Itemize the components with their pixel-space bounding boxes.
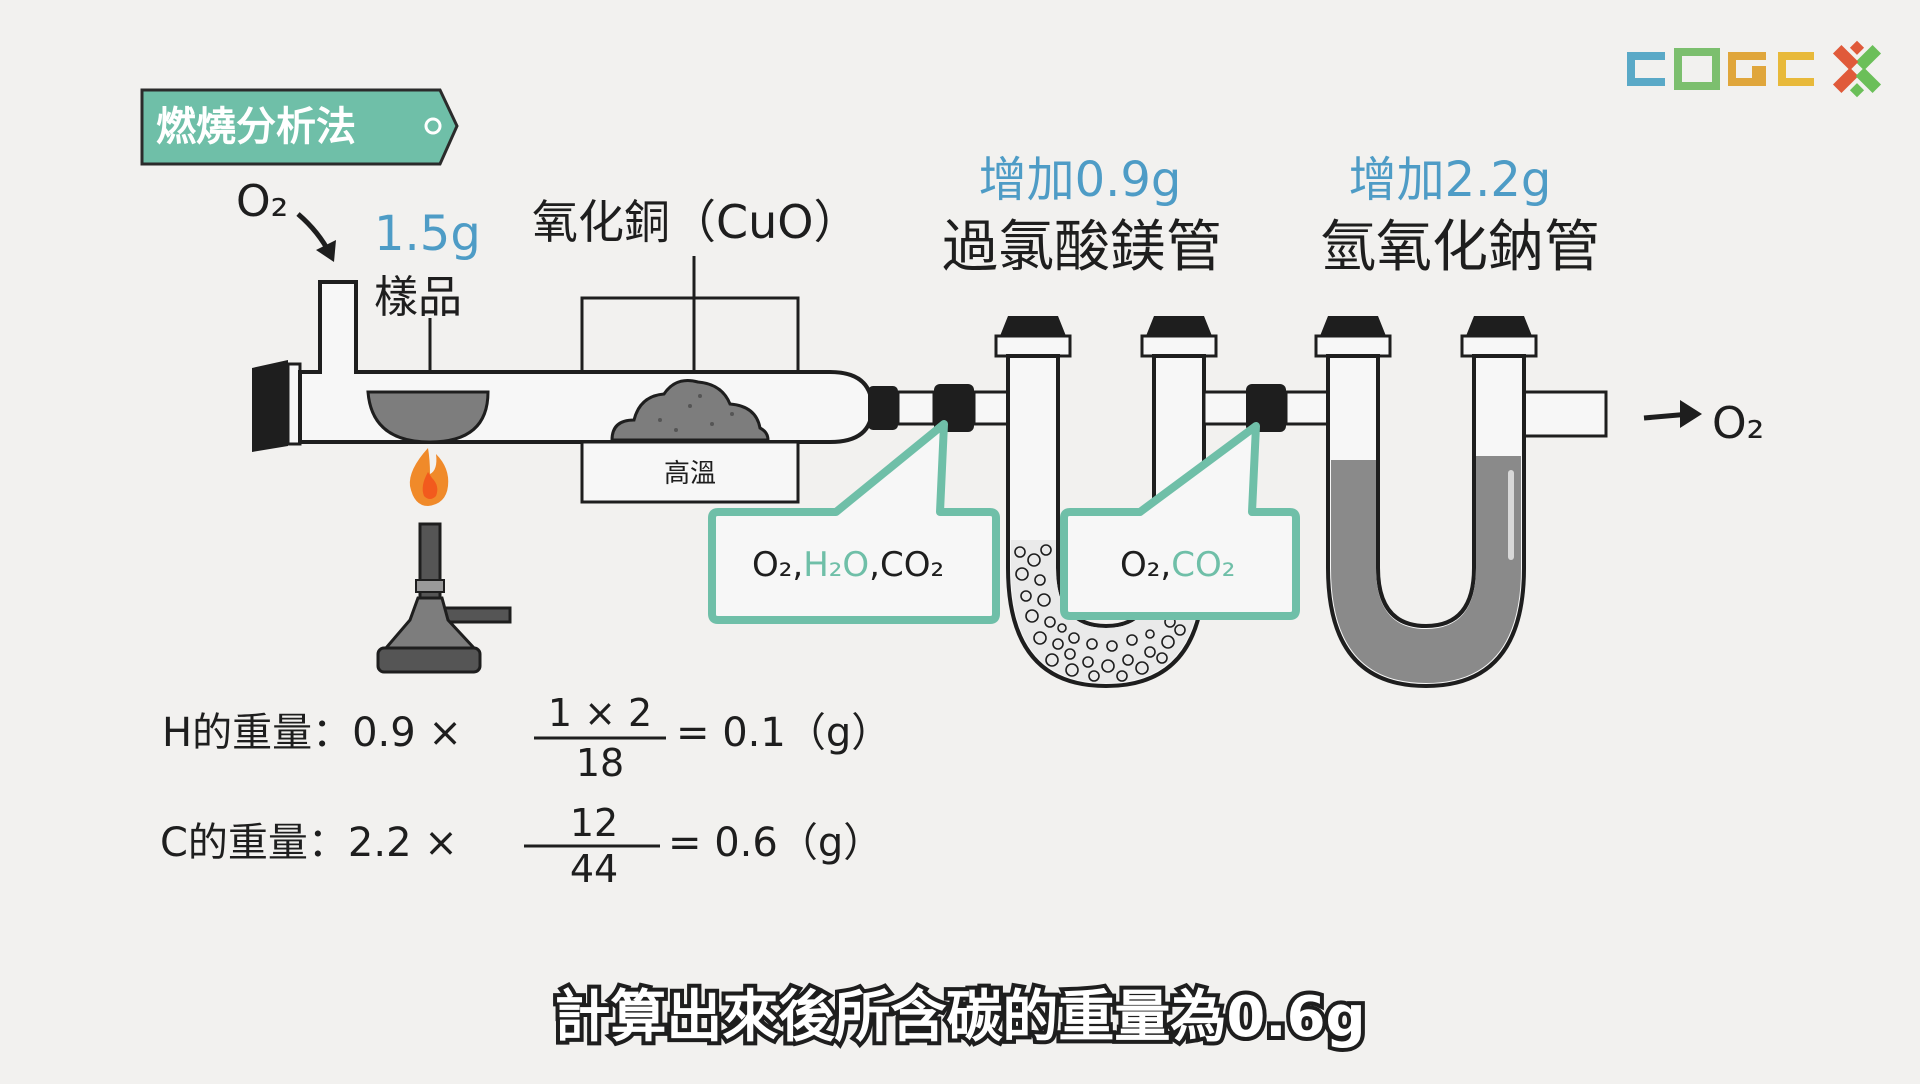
eq-h-numerator: 1 × 2: [548, 691, 652, 735]
flame-icon: [409, 448, 449, 506]
tube2-gain: 增加2.2g: [1349, 152, 1552, 208]
gas-bubble-2: O₂,CO₂: [1060, 422, 1300, 620]
furnace: 高溫: [580, 296, 800, 504]
cuo-heap: [610, 379, 770, 442]
eq-h-denominator: 18: [576, 741, 624, 785]
bubble2-co2: CO₂: [1171, 545, 1235, 585]
method-tag: 燃燒分析法: [140, 88, 459, 166]
o2-inlet-label: O₂: [236, 176, 288, 227]
tube2-name: 氫氧化鈉管: [1320, 215, 1600, 280]
u-tube-2: [1314, 316, 1608, 689]
bunsen-burner-icon: [376, 522, 512, 674]
cooc-logo: [1627, 48, 1814, 90]
eq-c-label: C的重量：2.2 ×: [160, 820, 458, 866]
combustion-tube: [252, 280, 875, 452]
bubble2-o2: O₂,: [1120, 545, 1171, 585]
equation-hydrogen: H的重量：0.9 × 1 × 2 18 = 0.1（g）: [162, 691, 891, 785]
method-tag-label: 燃燒分析法: [156, 104, 356, 150]
furnace-label: 高溫: [664, 459, 716, 489]
sample-label: 樣品: [374, 272, 462, 323]
gas-bubble-1: O₂,H₂O,CO₂: [708, 420, 1000, 624]
svg-text:O₂,H₂O,CO₂: O₂,H₂O,CO₂: [752, 545, 944, 585]
eq-h-label: H的重量：0.9 ×: [162, 710, 462, 756]
tube1-name: 過氯酸鎂管: [942, 215, 1222, 280]
tube1-gain: 增加0.9g: [979, 152, 1182, 208]
subtitle: 計算出來後所含碳的重量為0.6g: [554, 985, 1365, 1050]
cuo-label: 氧化銅（CuO）: [532, 195, 859, 249]
o2-outlet-label: O₂: [1712, 398, 1764, 449]
equation-carbon: C的重量：2.2 × 12 44 = 0.6（g）: [160, 801, 883, 891]
o2-outlet-arrow-icon: [1643, 400, 1702, 428]
moe-emblem-icon: [1832, 40, 1882, 98]
sample-boat: [366, 390, 490, 444]
sample-mass: 1.5g: [374, 206, 481, 262]
bubble1-o2: O₂,: [752, 545, 803, 585]
eq-h-result: = 0.1（g）: [676, 710, 891, 756]
eq-c-result: = 0.6（g）: [668, 820, 883, 866]
svg-text:O₂,CO₂: O₂,CO₂: [1120, 545, 1235, 585]
bubble1-co2: ,CO₂: [869, 545, 944, 585]
eq-c-numerator: 12: [570, 801, 618, 845]
eq-c-denominator: 44: [570, 847, 618, 891]
o2-inlet-arrow-icon: [296, 212, 336, 262]
connector-2: [1202, 384, 1336, 432]
bubble1-h2o: H₂O: [803, 545, 869, 585]
